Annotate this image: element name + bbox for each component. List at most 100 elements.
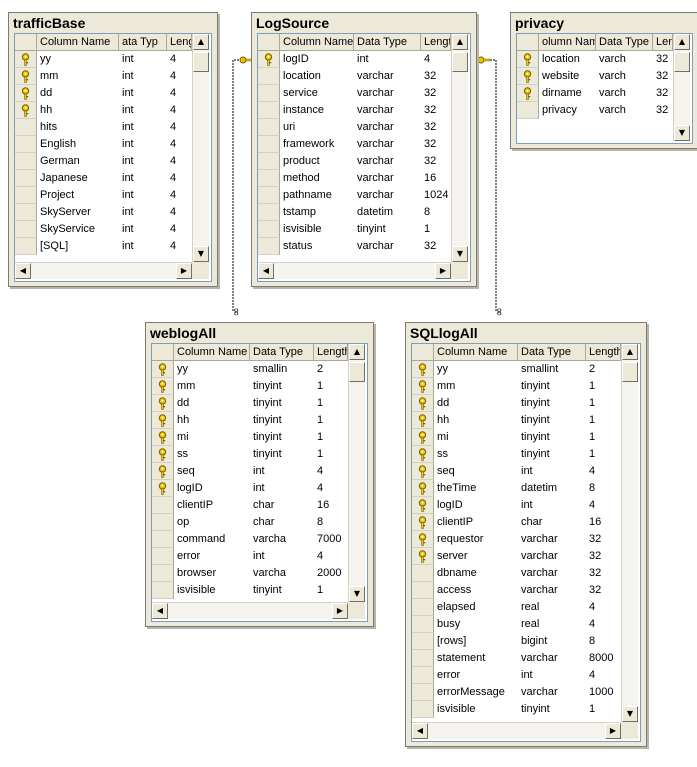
data-type-cell[interactable]: varch	[599, 87, 626, 99]
row-selector[interactable]	[412, 667, 434, 684]
column-name-cell[interactable]: mi	[177, 431, 189, 443]
data-type-cell[interactable]: tinyint	[521, 448, 550, 460]
data-type-cell[interactable]: datetim	[521, 482, 558, 494]
row-selector[interactable]	[152, 531, 174, 548]
data-type-cell[interactable]: smallint	[521, 363, 559, 375]
row-selector[interactable]	[15, 119, 37, 136]
row-selector[interactable]	[15, 170, 37, 187]
column-name-cell[interactable]: server	[437, 550, 468, 562]
column-name-cell[interactable]: isvisible	[283, 223, 322, 235]
row-selector[interactable]	[412, 599, 434, 616]
data-type-cell[interactable]: varchar	[357, 121, 394, 133]
data-type-cell[interactable]: int	[357, 53, 369, 65]
column-name-cell[interactable]: yy	[177, 363, 188, 375]
length-cell[interactable]: 4	[170, 172, 177, 184]
data-type-cell[interactable]: int	[521, 669, 533, 681]
column-name-cell[interactable]: logID	[177, 482, 203, 494]
data-type-cell[interactable]: varchar	[521, 584, 558, 596]
column-name-cell[interactable]: logID	[283, 53, 309, 65]
column-name-cell[interactable]: isvisible	[177, 584, 216, 596]
row-selector[interactable]	[15, 187, 37, 204]
row-selector[interactable]	[152, 429, 174, 446]
scroll-down-icon[interactable]: ▼	[349, 586, 365, 602]
length-cell[interactable]: 4	[170, 70, 177, 82]
column-name-cell[interactable]: product	[283, 155, 320, 167]
data-type-cell[interactable]: tinyint	[521, 414, 550, 426]
column-name-cell[interactable]: seq	[437, 465, 455, 477]
data-type-cell[interactable]: tinyint	[521, 703, 550, 715]
column-name-cell[interactable]: hh	[40, 104, 53, 116]
data-type-cell[interactable]: int	[521, 465, 533, 477]
column-name-cell[interactable]: pathname	[283, 189, 332, 201]
row-selector[interactable]	[412, 480, 434, 497]
length-cell[interactable]: 4	[170, 240, 177, 252]
scroll-thumb[interactable]	[349, 362, 365, 382]
column-name-cell[interactable]: seq	[177, 465, 195, 477]
column-name-cell[interactable]: ss	[437, 448, 448, 460]
column-name-cell[interactable]: command	[177, 533, 226, 545]
length-cell[interactable]: 4	[170, 138, 177, 150]
scroll-right-icon[interactable]: ▶	[332, 603, 348, 619]
data-type-cell[interactable]: tinyint	[253, 380, 282, 392]
column-name-cell[interactable]: [rows]	[437, 635, 467, 647]
row-selector[interactable]	[517, 85, 539, 102]
column-name-cell[interactable]: instance	[283, 104, 324, 116]
column-name-cell[interactable]: logID	[437, 499, 463, 511]
row-selector[interactable]	[15, 136, 37, 153]
row-selector[interactable]	[412, 582, 434, 599]
row-selector[interactable]	[412, 548, 434, 565]
data-type-cell[interactable]: int	[521, 499, 533, 511]
length-cell[interactable]: 32	[656, 87, 669, 99]
row-selector[interactable]	[152, 548, 174, 565]
row-selector[interactable]	[152, 497, 174, 514]
column-name-cell[interactable]: dbname	[437, 567, 477, 579]
column-name-cell[interactable]: op	[177, 516, 190, 528]
length-cell[interactable]: 4	[170, 206, 177, 218]
row-selector[interactable]	[412, 531, 434, 548]
data-type-cell[interactable]: varcha	[253, 567, 287, 579]
column-name-cell[interactable]: service	[283, 87, 318, 99]
data-type-cell[interactable]: varch	[599, 104, 626, 116]
length-cell[interactable]: 8	[589, 635, 596, 647]
column-name-cell[interactable]: clientIP	[177, 499, 214, 511]
length-cell[interactable]: 1	[424, 223, 431, 235]
column-name-cell[interactable]: German	[40, 155, 80, 167]
header-column-name[interactable]: olumn Nam	[539, 34, 596, 51]
row-selector[interactable]	[152, 446, 174, 463]
data-type-cell[interactable]: int	[122, 240, 134, 252]
length-cell[interactable]: 1	[589, 703, 596, 715]
length-cell[interactable]: 4	[589, 465, 596, 477]
data-type-cell[interactable]: varchar	[521, 686, 558, 698]
length-cell[interactable]: 4	[170, 223, 177, 235]
length-cell[interactable]: 32	[589, 533, 602, 545]
row-selector[interactable]	[258, 238, 280, 255]
data-type-cell[interactable]: int	[122, 172, 134, 184]
data-type-cell[interactable]: varchar	[357, 172, 394, 184]
length-cell[interactable]: 32	[424, 138, 437, 150]
scroll-thumb[interactable]	[193, 52, 209, 72]
length-cell[interactable]: 32	[424, 121, 437, 133]
scroll-thumb[interactable]	[674, 52, 690, 72]
horizontal-scrollbar[interactable]: ◀▶	[258, 262, 451, 279]
header-data-type[interactable]: Data Type	[250, 344, 314, 361]
column-name-cell[interactable]: location	[542, 53, 580, 65]
vertical-scrollbar[interactable]: ▲▼	[348, 344, 365, 602]
column-name-cell[interactable]: method	[283, 172, 320, 184]
data-type-cell[interactable]: int	[122, 206, 134, 218]
vertical-scrollbar[interactable]: ▲▼	[673, 34, 690, 141]
data-type-cell[interactable]: real	[521, 618, 540, 630]
data-type-cell[interactable]: tinyint	[253, 397, 282, 409]
data-type-cell[interactable]: real	[521, 601, 540, 613]
column-name-cell[interactable]: [SQL]	[40, 240, 69, 252]
column-name-cell[interactable]: statement	[437, 652, 486, 664]
length-cell[interactable]: 4	[589, 499, 596, 511]
length-cell[interactable]: 16	[317, 499, 330, 511]
length-cell[interactable]: 4	[170, 155, 177, 167]
vertical-scrollbar[interactable]: ▲▼	[192, 34, 209, 262]
length-cell[interactable]: 32	[656, 104, 669, 116]
data-type-cell[interactable]: tinyint	[253, 431, 282, 443]
data-type-cell[interactable]: int	[122, 53, 134, 65]
scroll-right-icon[interactable]: ▶	[605, 723, 621, 739]
